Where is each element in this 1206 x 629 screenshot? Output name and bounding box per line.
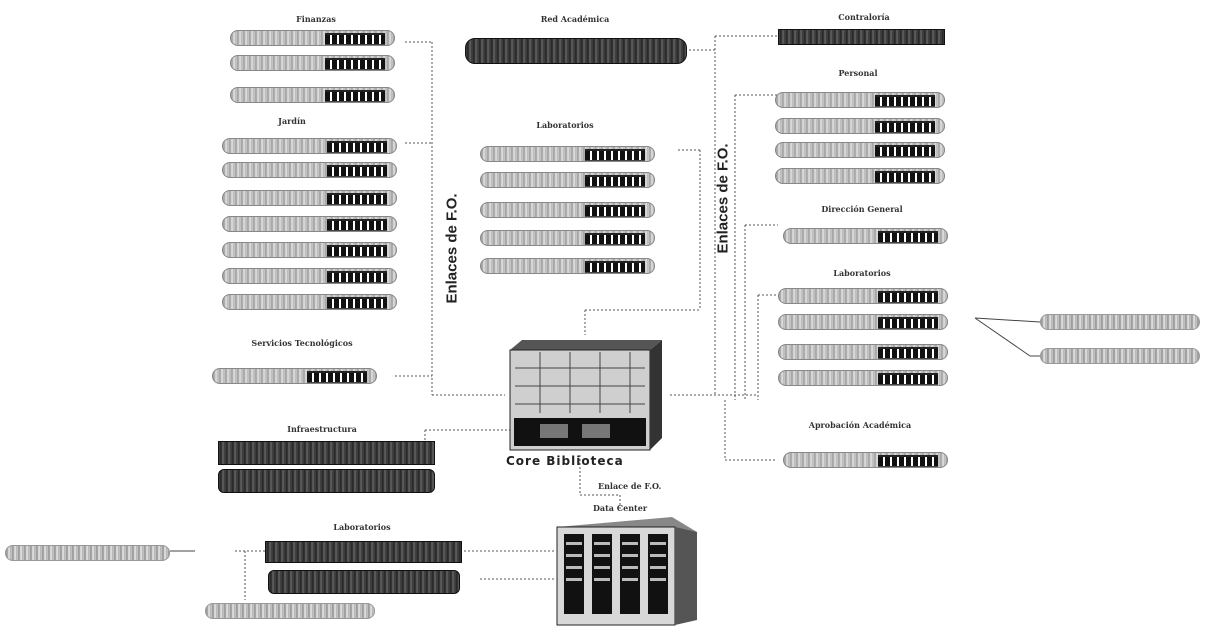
router-contraloria	[778, 29, 945, 45]
switch-labs-right-4	[778, 370, 948, 386]
switch-jardin-5	[222, 242, 397, 258]
link-label-right: Enlaces de F.O.	[714, 143, 732, 254]
switch-labs-right-3	[778, 344, 948, 360]
switch-jardin-6	[222, 268, 397, 284]
router-red-academica	[465, 38, 687, 64]
link-label-bottom: Enlace de F.O.	[598, 481, 662, 491]
group-label-jardin: Jardín	[278, 116, 306, 126]
switch-jardin-1	[222, 138, 397, 154]
group-label-contraloria: Contraloría	[838, 12, 890, 22]
group-label-infraestructura: Infraestructura	[287, 424, 357, 434]
switch-direccion	[783, 228, 948, 244]
group-label-direccion: Dirección General	[821, 204, 903, 214]
server-rack-2	[218, 469, 435, 493]
remote-node-bottom	[205, 603, 375, 619]
switch-servicios	[212, 368, 377, 384]
remote-node-right-1	[1040, 314, 1200, 330]
switch-labs-right-2	[778, 314, 948, 330]
switch-finanzas-2	[230, 55, 395, 71]
switch-laboratorios-1	[480, 146, 655, 162]
switch-laboratorios-5	[480, 258, 655, 274]
group-label-servicios: Servicios Tecnológicos	[251, 338, 353, 348]
group-label-personal: Personal	[838, 68, 878, 78]
switch-laboratorios-4	[480, 230, 655, 246]
switch-jardin-4	[222, 216, 397, 232]
group-label-laboratorios-right: Laboratorios	[833, 268, 891, 278]
switch-jardin-7	[222, 294, 397, 310]
data-center-racks	[556, 517, 697, 626]
data-center-title: Data Center	[592, 503, 648, 513]
remote-node-right-2	[1040, 348, 1200, 364]
switch-aprobacion	[783, 452, 948, 468]
router-laboratorios-1	[265, 541, 462, 563]
switch-laboratorios-2	[480, 172, 655, 188]
router-laboratorios-2	[268, 570, 460, 594]
switch-personal-1	[775, 92, 945, 108]
group-label-laboratorios: Laboratorios	[536, 120, 594, 130]
switch-jardin-2	[222, 162, 397, 178]
server-rack-1	[218, 441, 435, 465]
switch-jardin-3	[222, 190, 397, 206]
switch-finanzas-1	[230, 30, 395, 46]
group-label-aprobacion: Aprobación Académica	[808, 420, 912, 430]
remote-node-left	[5, 545, 170, 561]
switch-personal-2	[775, 118, 945, 134]
link-label-left: Enlaces de F.O.	[443, 193, 461, 304]
switch-labs-right-1	[778, 288, 948, 304]
group-label-red-academica: Red Académica	[540, 14, 610, 24]
switch-laboratorios-3	[480, 202, 655, 218]
switch-finanzas-3	[230, 87, 395, 103]
switch-personal-4	[775, 168, 945, 184]
group-label-finanzas: Finanzas	[296, 14, 336, 24]
switch-personal-3	[775, 142, 945, 158]
group-label-laboratorios-planta: Laboratorios	[333, 522, 391, 532]
core-switch	[509, 340, 662, 451]
core-label: Core Biblioteca	[506, 454, 624, 468]
